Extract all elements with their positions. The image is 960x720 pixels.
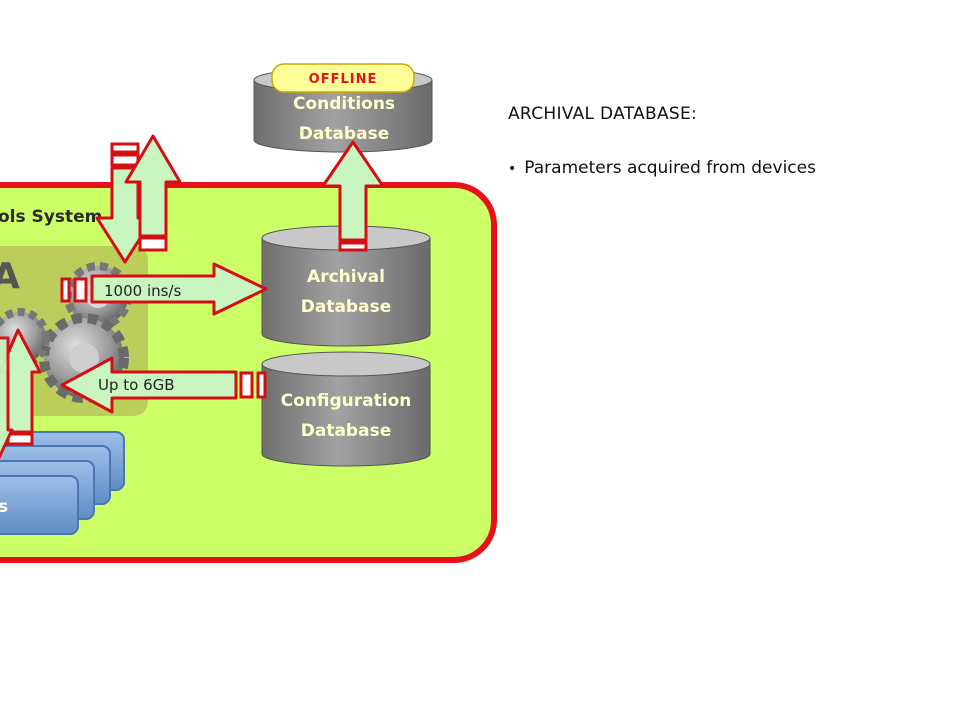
configuration-db-line2: Database (301, 421, 391, 441)
archival-db-line2: Database (301, 297, 391, 317)
flow-label-ingest: 1000 ins/s (104, 282, 181, 300)
arrow-devices-down (0, 336, 14, 460)
configuration-database: Configuration Database (261, 351, 431, 467)
arrow-from-configuration: Up to 6GB (60, 356, 267, 414)
offline-badge-text: OFFLINE (309, 72, 378, 87)
flow-label-config: Up to 6GB (98, 376, 175, 394)
archival-db-line1: Archival (307, 267, 385, 287)
bullet-text: Parameters acquired from devices (524, 158, 816, 178)
configuration-db-line1: Configuration (281, 391, 412, 411)
scada-letter-fragment: A (0, 256, 20, 297)
archival-database: Archival Database (261, 225, 431, 347)
bullet-dot-icon: • (508, 161, 517, 177)
conditions-db-line1: Conditions (293, 94, 395, 114)
controls-system-label: ols System (0, 207, 102, 227)
panel-title: ARCHIVAL DATABASE: (508, 104, 698, 124)
arrow-to-archival: 1000 ins/s (60, 262, 268, 316)
devices-stack (0, 431, 125, 535)
offline-badge: OFFLINE (271, 63, 415, 93)
bullet-item: • Parameters acquired from devices (508, 158, 948, 178)
arrow-archival-to-conditions (321, 140, 385, 252)
arrow-external-up (124, 134, 182, 252)
devices-label-fragment: s (0, 497, 8, 517)
info-panel: ARCHIVAL DATABASE: • Parameters acquired… (508, 104, 948, 178)
conditions-db-line2: Database (299, 124, 389, 144)
